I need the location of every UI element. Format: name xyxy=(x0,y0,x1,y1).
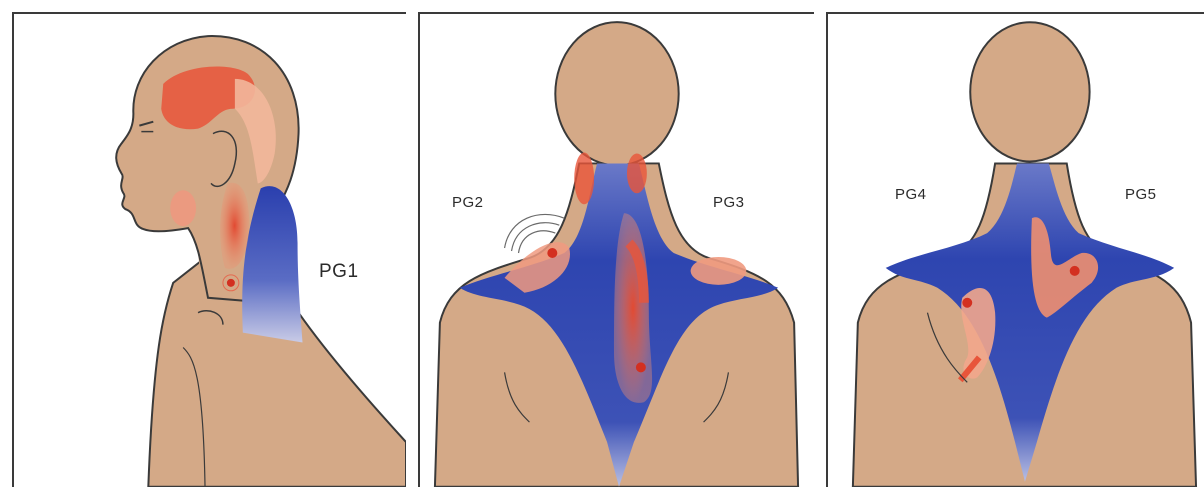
back-view-figure-2 xyxy=(828,14,1204,487)
label-pg3: PG3 xyxy=(713,194,745,211)
label-pg4: PG4 xyxy=(895,186,927,203)
panel-back-view-pg2-pg3: PG2 PG3 xyxy=(418,12,814,487)
label-pg5: PG5 xyxy=(1125,186,1157,203)
label-pg1: PG1 xyxy=(319,261,359,283)
back-view-figure-1 xyxy=(420,14,814,487)
side-view-figure xyxy=(14,14,406,487)
label-pg2: PG2 xyxy=(452,194,484,211)
panel-side-view: PG1 xyxy=(12,12,406,487)
panel-back-view-pg4-pg5: PG4 PG5 xyxy=(826,12,1204,487)
